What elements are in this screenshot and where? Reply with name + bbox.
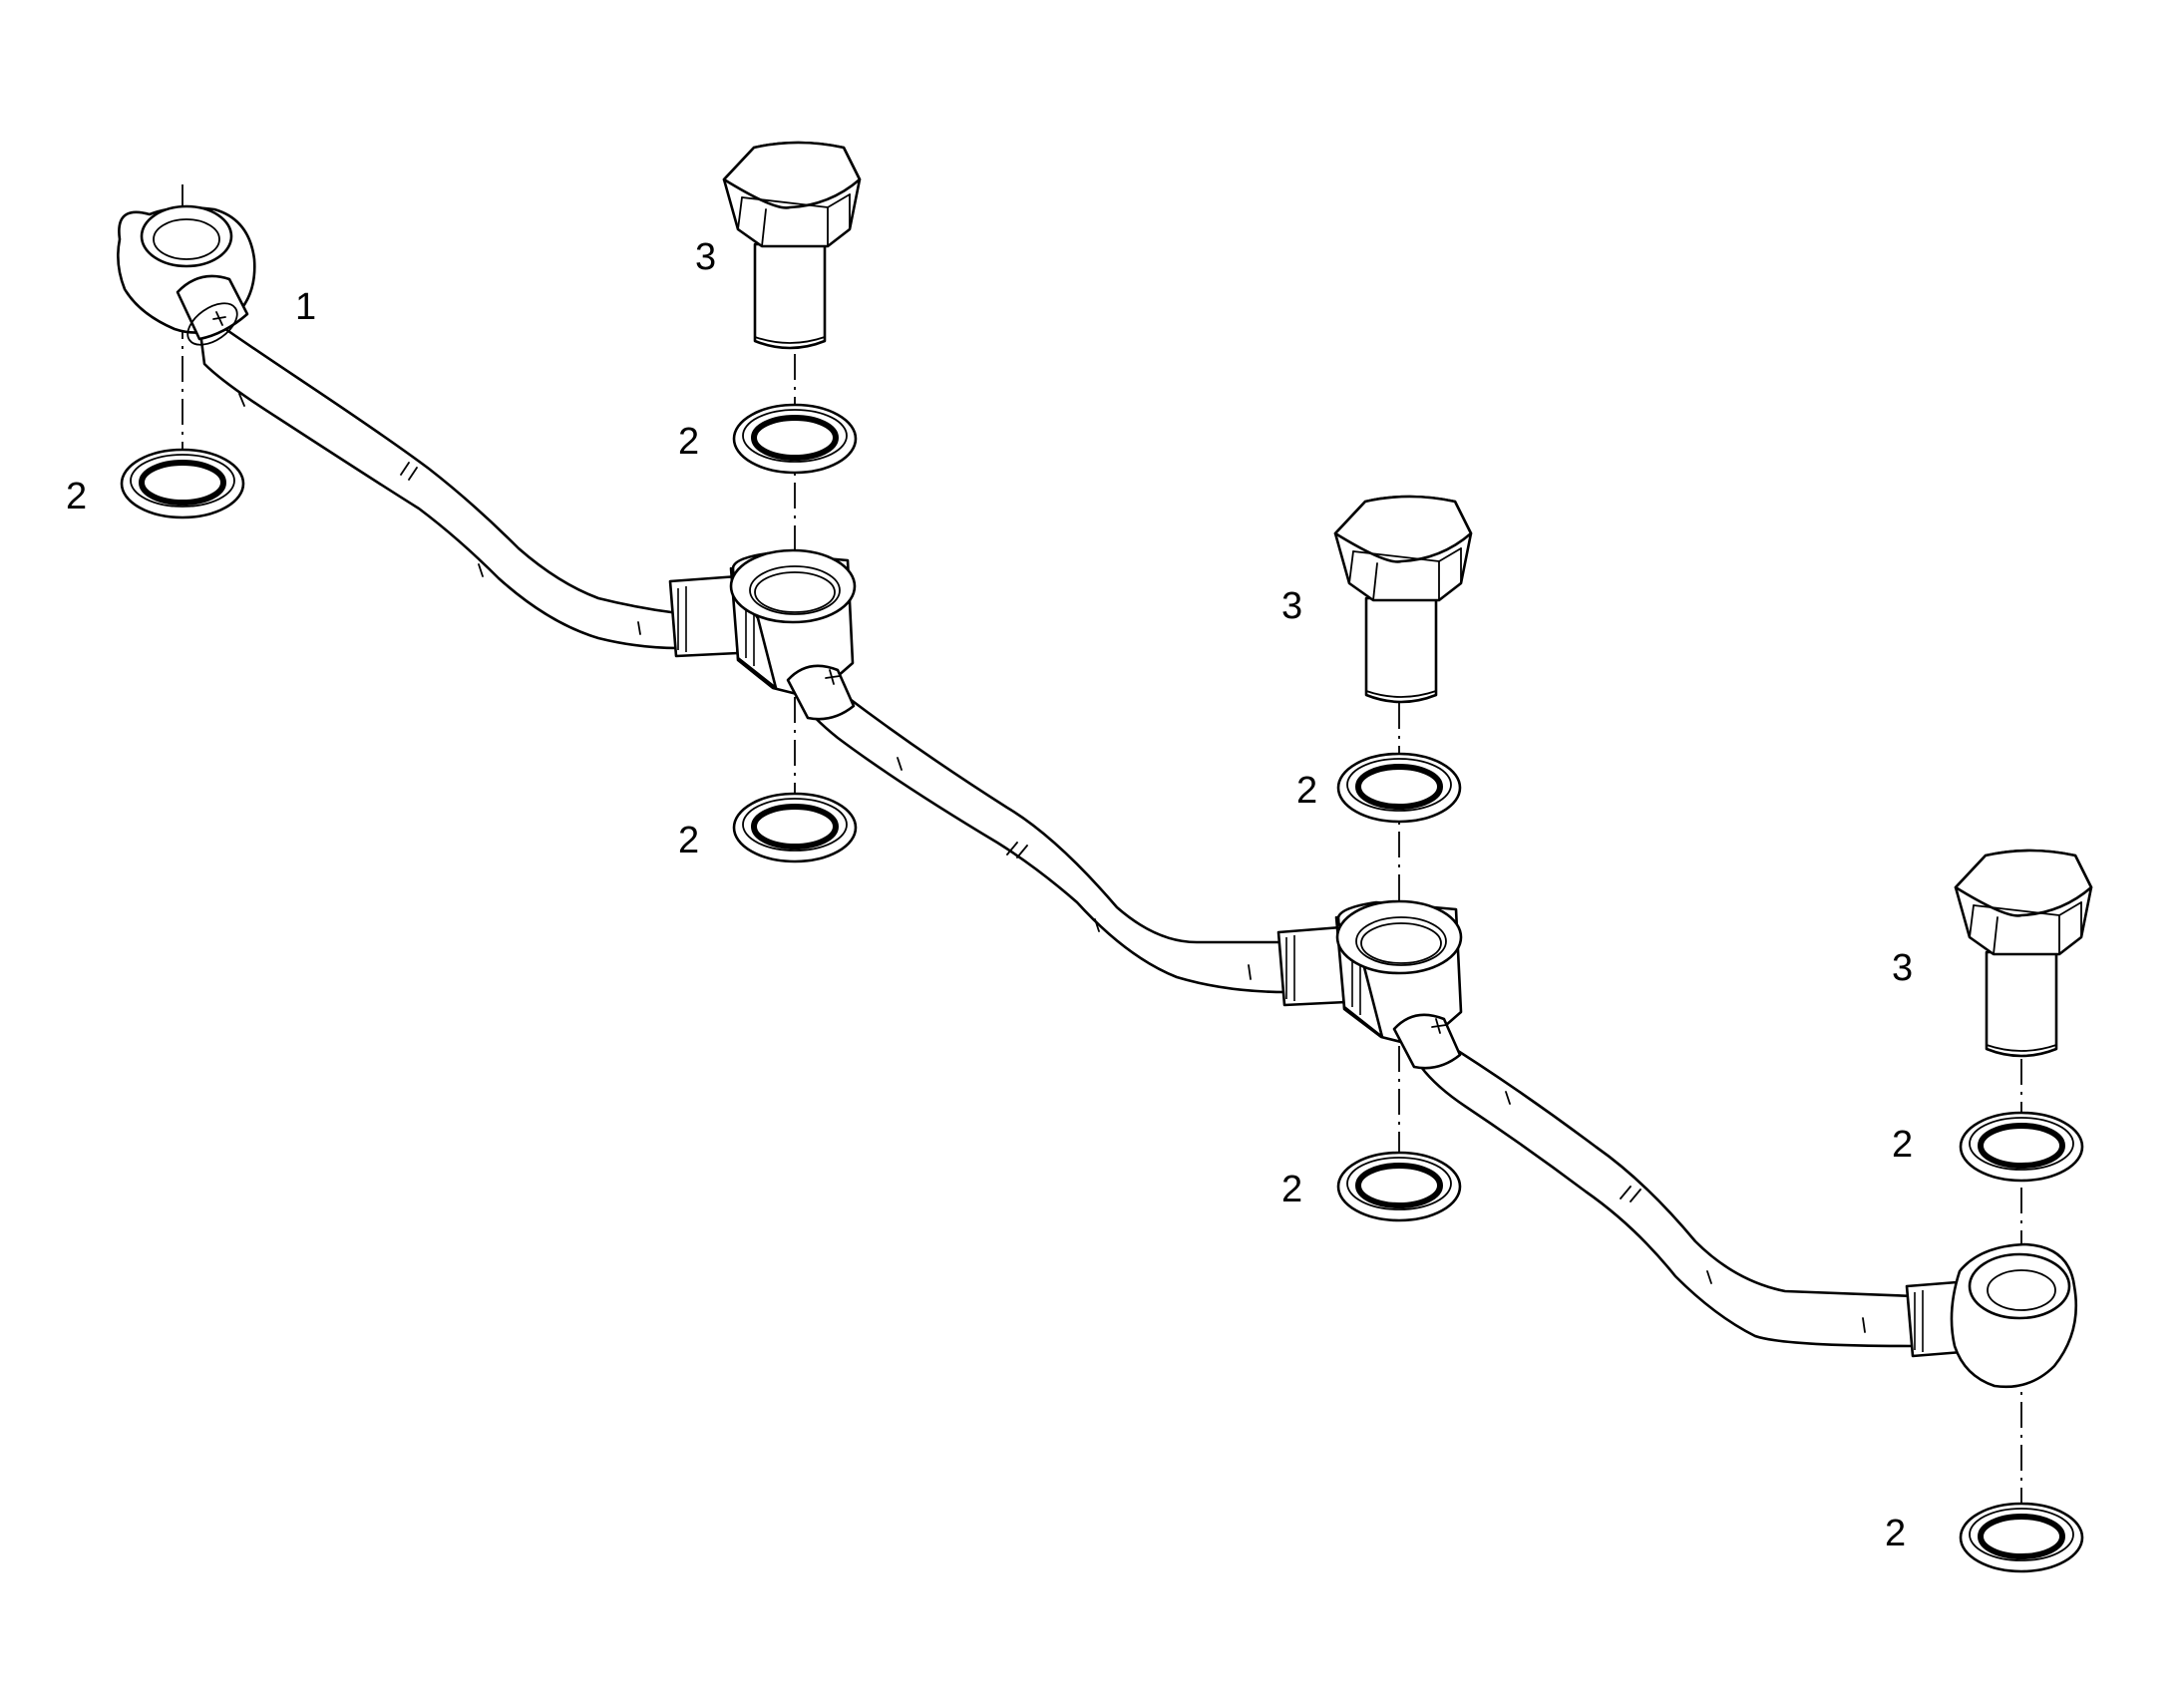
hollow-screw-1 xyxy=(722,141,862,350)
callout-2: 2 xyxy=(678,421,699,463)
hollow-screw-2 xyxy=(1333,495,1473,704)
washer-tee2-top xyxy=(1338,754,1460,822)
callout-labels: 1 2 2 2 2 2 2 2 2 3 3 3 xyxy=(66,236,1913,1554)
callout-2: 2 xyxy=(1885,1513,1906,1554)
tube-segment-2 xyxy=(796,666,1288,994)
callout-3: 3 xyxy=(695,236,716,278)
washer-tee1-bottom xyxy=(734,794,856,861)
callout-2: 2 xyxy=(1281,1169,1302,1210)
callout-2: 2 xyxy=(66,476,87,517)
tee-fitting-1 xyxy=(668,548,857,721)
right-banjo-eye xyxy=(1905,1242,2078,1389)
tube-segment-3 xyxy=(1419,1035,1917,1348)
callout-1: 1 xyxy=(295,286,316,328)
fuel-line-tube xyxy=(195,307,1917,1348)
callout-2: 2 xyxy=(1892,1124,1913,1166)
tee-fitting-2 xyxy=(1276,899,1463,1070)
washer-tee1-top xyxy=(734,405,856,473)
washer-right-top xyxy=(1961,1113,2082,1181)
hollow-screw-3 xyxy=(1954,849,2093,1058)
washer-tee2-bottom xyxy=(1338,1153,1460,1220)
left-banjo-eye xyxy=(117,204,256,346)
washer-left-bottom xyxy=(122,450,243,517)
washer-right-bottom xyxy=(1961,1504,2082,1571)
callout-2: 2 xyxy=(678,820,699,861)
callout-3: 3 xyxy=(1892,947,1913,989)
tube-segment-1 xyxy=(195,307,680,650)
callout-3: 3 xyxy=(1281,585,1302,627)
callout-2: 2 xyxy=(1296,770,1317,812)
